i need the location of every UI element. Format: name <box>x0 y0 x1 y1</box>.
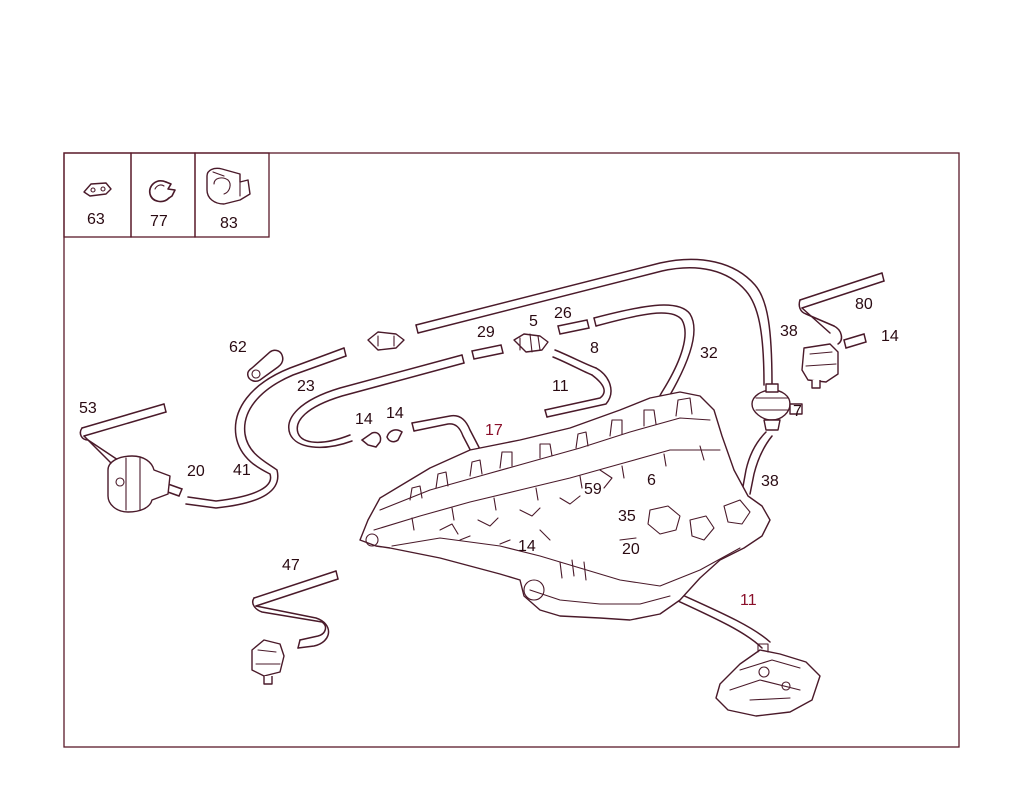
clip-holder-icon <box>206 167 251 205</box>
callout-80: 80 <box>855 296 873 313</box>
callout-11b: 11 <box>740 592 757 609</box>
callout-23: 23 <box>297 378 315 395</box>
callout-53: 53 <box>79 400 97 417</box>
callout-35: 35 <box>618 508 636 525</box>
callout-20b: 20 <box>622 541 640 558</box>
callout-14d: 14 <box>518 538 536 555</box>
callout-17: 17 <box>485 422 503 439</box>
callout-20a: 20 <box>187 463 205 480</box>
diagram-frame <box>63 152 960 748</box>
callout-32: 32 <box>700 345 718 362</box>
intake-manifold <box>359 391 771 621</box>
callout-7: 7 <box>793 403 802 420</box>
callout-14b: 14 <box>355 411 373 428</box>
legend-label-77: 77 <box>150 213 168 230</box>
legend-label-83: 83 <box>220 215 238 232</box>
callout-38a: 38 <box>780 323 798 340</box>
legend: 63 77 83 <box>63 152 270 238</box>
bracket-plate-icon <box>83 182 112 197</box>
callout-59: 59 <box>584 481 602 498</box>
callout-6: 6 <box>647 472 656 489</box>
legend-label-63: 63 <box>87 211 105 228</box>
callout-26: 26 <box>554 305 572 322</box>
callout-41: 41 <box>233 462 251 479</box>
callout-47: 47 <box>282 557 300 574</box>
callout-5: 5 <box>529 313 538 330</box>
callout-62: 62 <box>229 339 247 356</box>
callout-14a: 14 <box>881 328 899 345</box>
callout-labels: 62 23 29 5 26 8 32 11 80 38 14 7 38 53 2… <box>79 296 899 609</box>
callout-8: 8 <box>590 340 599 357</box>
hose-clamp-icon <box>148 180 176 203</box>
callout-38b: 38 <box>761 473 779 490</box>
callout-14c: 14 <box>386 405 404 422</box>
hose-long-top <box>415 258 773 386</box>
callout-11a: 11 <box>552 378 569 395</box>
callout-29: 29 <box>477 324 495 341</box>
